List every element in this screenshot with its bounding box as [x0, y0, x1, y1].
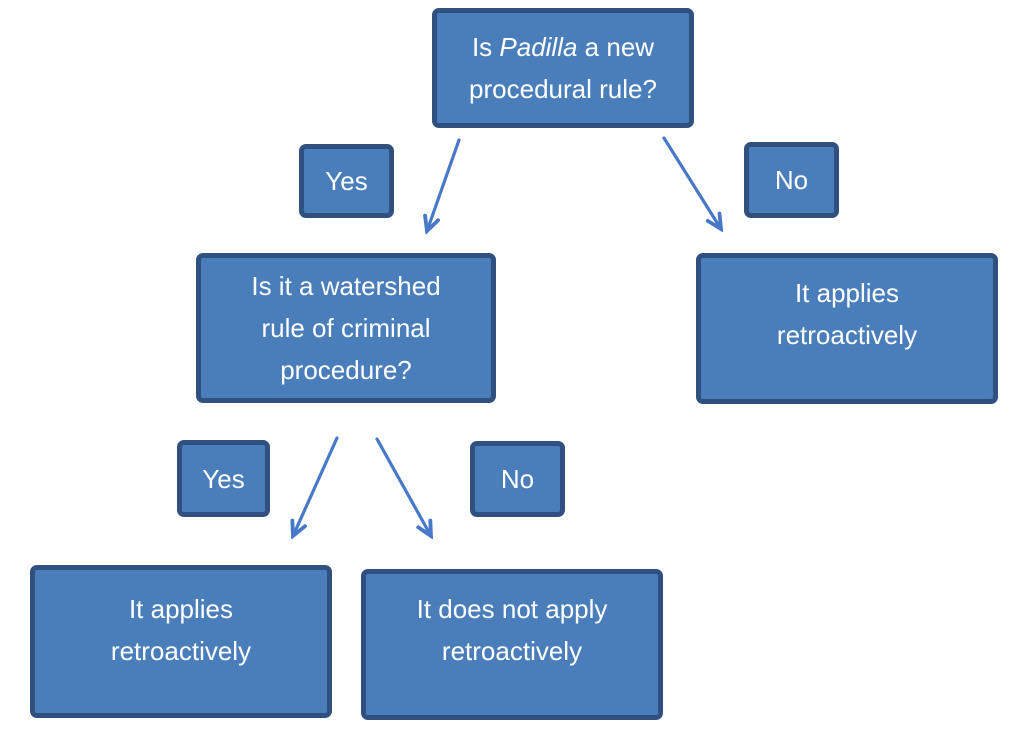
branch1-no-text: No	[774, 165, 809, 195]
result-applies-left-text: It applies retroactively	[110, 594, 252, 666]
arrow-top-no-to-applies-right	[662, 136, 721, 229]
node-question-watershed-rule-text: Is it a watershed rule of criminal proce…	[251, 271, 441, 385]
branch2-yes-text: Yes	[202, 463, 245, 494]
node-branch2-yes-label: Yes	[177, 440, 270, 517]
node-question-new-procedural-rule: Is Padilla a new procedural rule?	[432, 8, 694, 128]
node-question-watershed-rule: Is it a watershed rule of criminal proce…	[196, 253, 496, 403]
node-result-does-not-apply: It does not apply retroactively	[361, 569, 663, 720]
node-branch1-no-label: No	[744, 142, 839, 218]
question-text-case-name: Padilla	[499, 32, 578, 62]
node-result-applies-retroactively-right: It applies retroactively	[696, 253, 998, 404]
arrow-top-yes-to-watershed	[427, 138, 461, 231]
branch1-yes-text: Yes	[325, 166, 368, 196]
question-text-suffix: a new procedural rule?	[469, 32, 657, 104]
node-branch1-yes-label: Yes	[299, 144, 394, 218]
node-result-applies-retroactively-left: It applies retroactively	[30, 565, 332, 718]
question-text-prefix: Is	[471, 32, 500, 62]
arrow-watershed-yes-to-applies-left	[293, 436, 339, 536]
arrow-watershed-no-to-not-apply	[375, 437, 431, 536]
branch2-no-text: No	[500, 464, 535, 494]
result-applies-right-text: It applies retroactively	[776, 278, 918, 350]
node-branch2-no-label: No	[470, 441, 565, 517]
result-does-not-apply-text: It does not apply retroactively	[416, 594, 608, 666]
node-question-new-procedural-rule-text: Is Padilla a new procedural rule?	[461, 26, 666, 110]
